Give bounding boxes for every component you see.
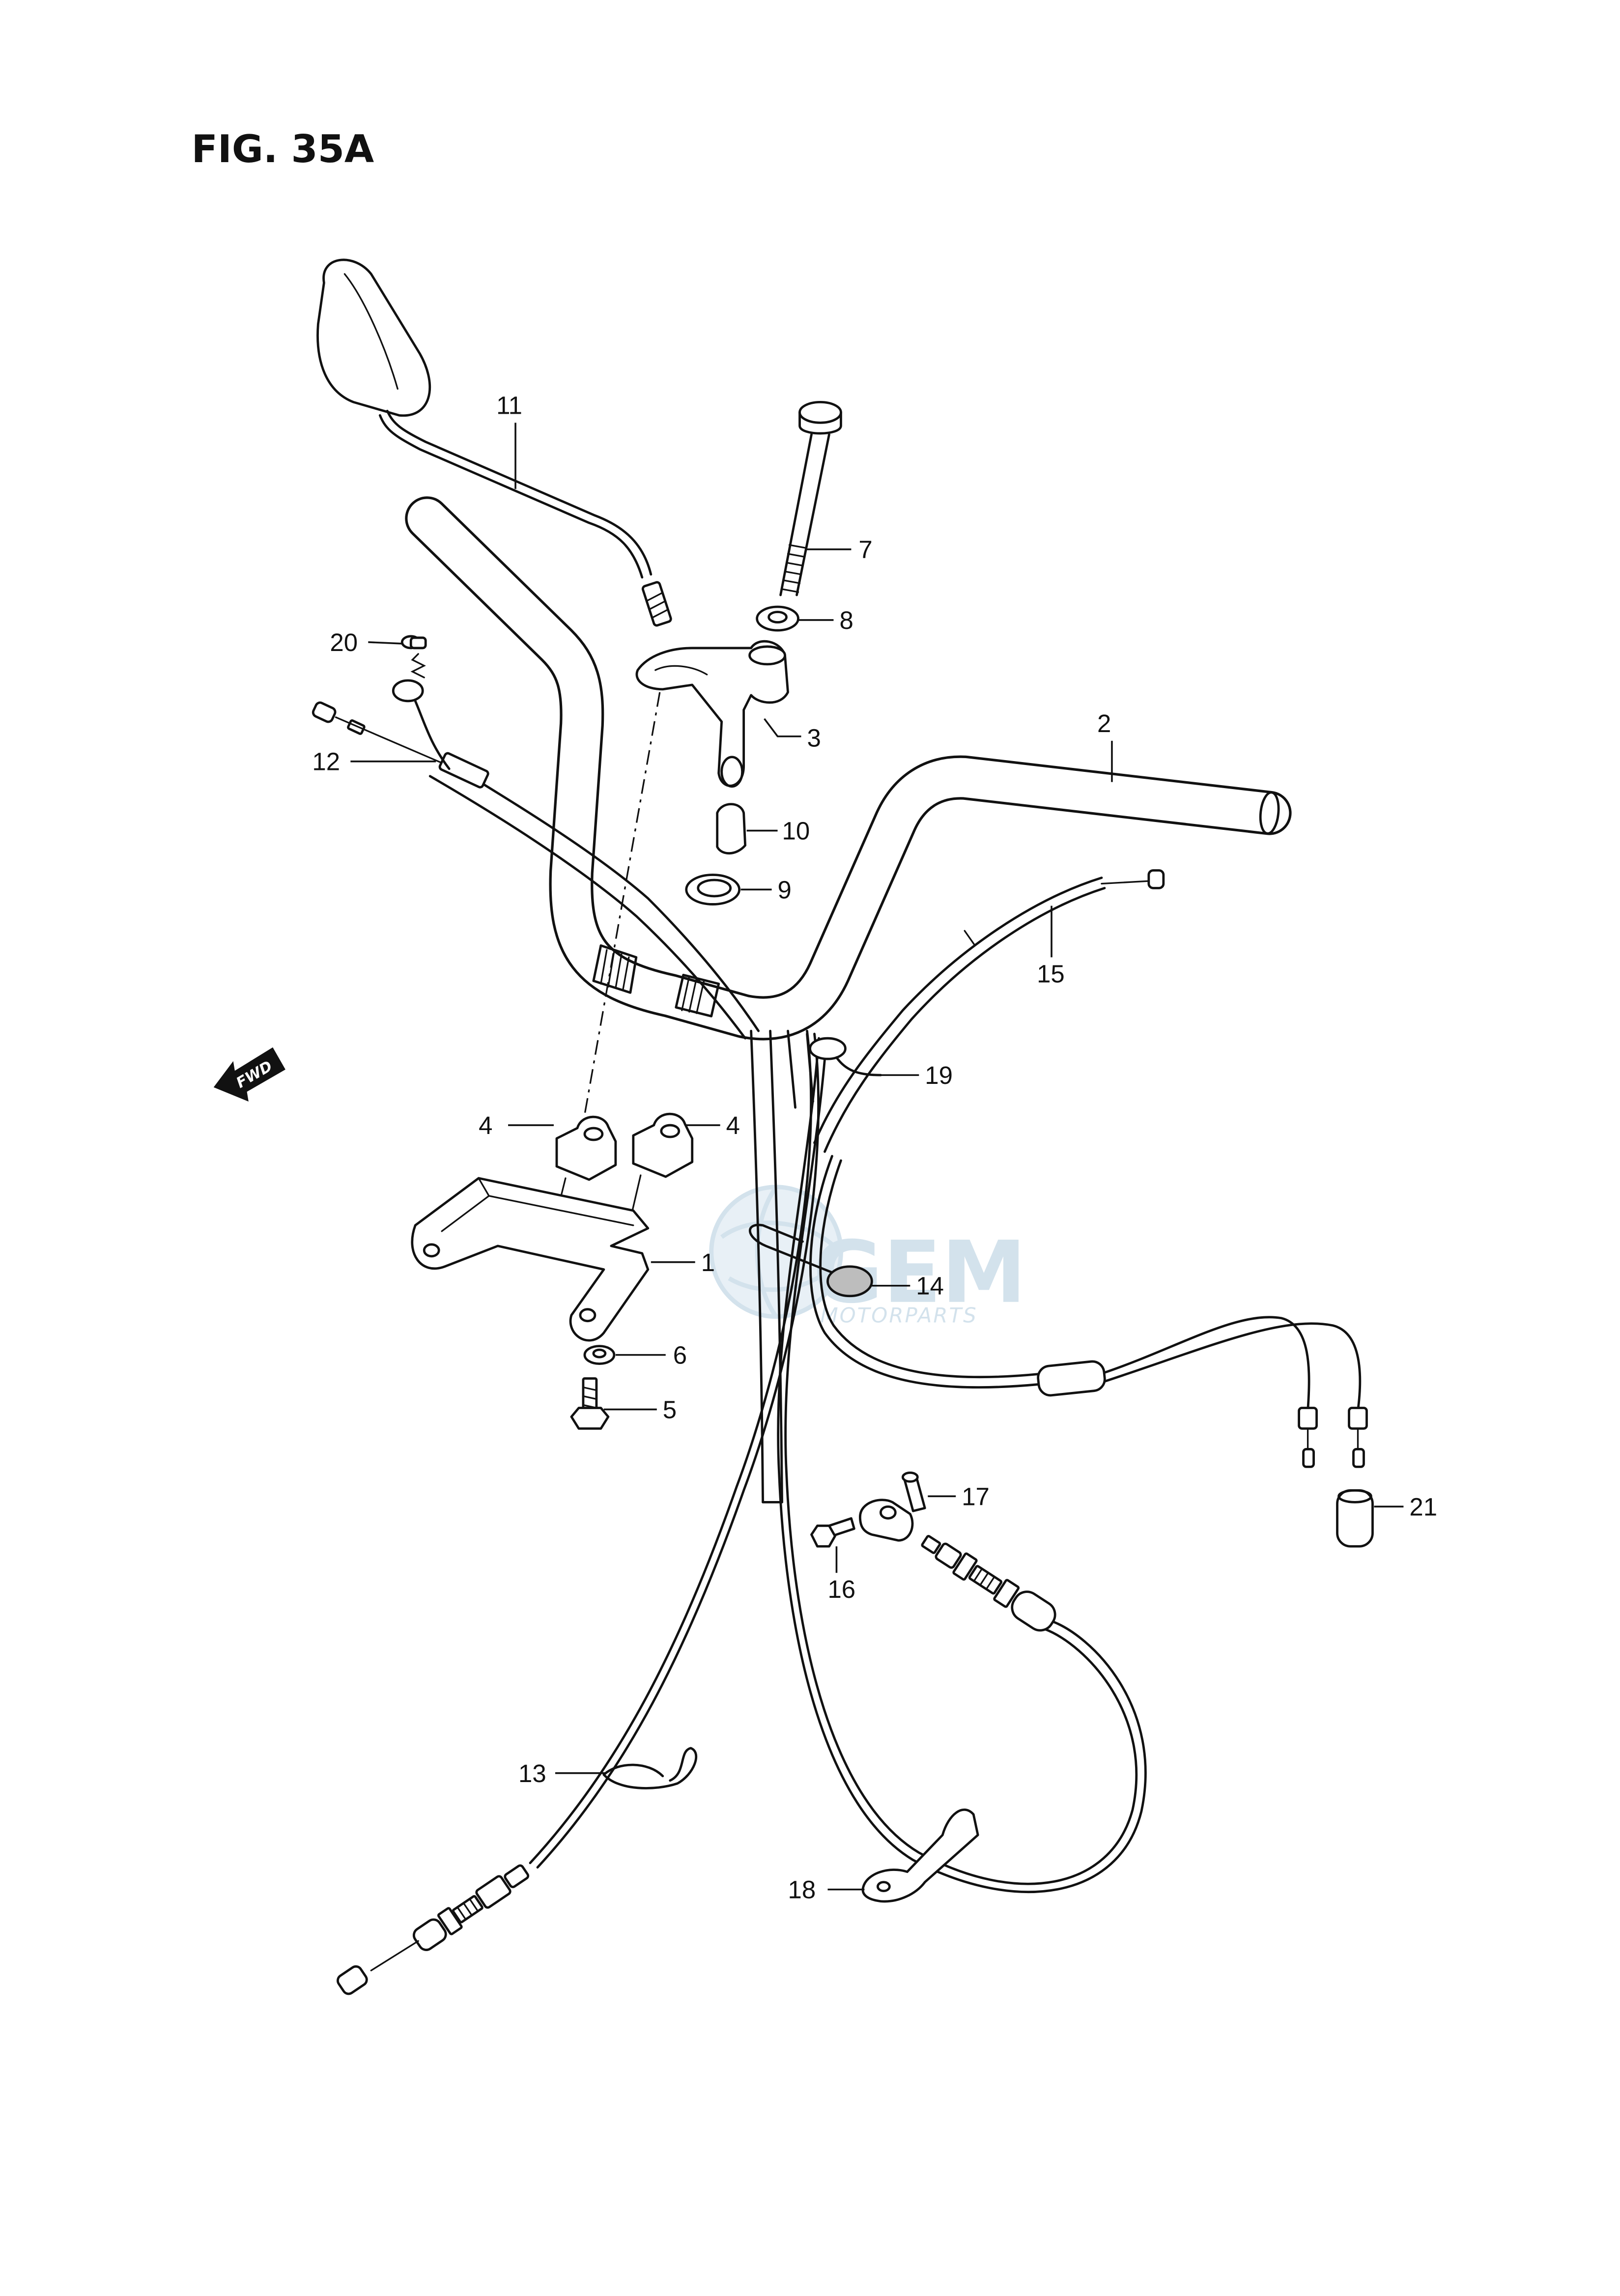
cable-clip-grommet xyxy=(749,1223,873,1298)
callout-label: 18 xyxy=(788,1876,816,1904)
callout-label: 20 xyxy=(330,628,358,656)
ring xyxy=(685,874,741,906)
cable-cap xyxy=(1336,1489,1374,1548)
callout-label: 16 xyxy=(827,1575,855,1603)
upper-holder xyxy=(635,640,789,788)
callout-19: 19 xyxy=(881,1061,953,1089)
callout-label: 4 xyxy=(479,1111,492,1139)
callout-label: 21 xyxy=(1409,1493,1437,1521)
callout-15: 15 xyxy=(1037,906,1065,988)
callout-label: 17 xyxy=(962,1482,990,1510)
callout-18: 18 xyxy=(788,1876,865,1904)
callout-14: 14 xyxy=(872,1272,944,1300)
clamp-pin xyxy=(901,1472,926,1512)
callout-10: 10 xyxy=(746,817,810,845)
callout-7: 7 xyxy=(805,536,873,564)
callout-label: 8 xyxy=(839,606,853,634)
callout-2: 2 xyxy=(1097,709,1113,782)
callout-label: 10 xyxy=(782,817,810,845)
cable-clamp xyxy=(859,1499,914,1542)
holder-bolt xyxy=(779,400,842,596)
callout-9: 9 xyxy=(740,876,792,904)
callout-label: 6 xyxy=(673,1341,687,1369)
callout-label: 14 xyxy=(916,1272,944,1300)
adjuster-screw xyxy=(392,635,451,770)
bracket xyxy=(411,1177,650,1342)
lower-holder-left xyxy=(555,1115,617,1181)
callout-label: 15 xyxy=(1037,960,1065,988)
callout-5: 5 xyxy=(603,1395,677,1423)
callout-label: 7 xyxy=(858,536,872,564)
callout-21: 21 xyxy=(1374,1493,1437,1521)
callout-8: 8 xyxy=(798,606,853,634)
callout-label: 11 xyxy=(496,391,522,419)
callout-6: 6 xyxy=(615,1341,687,1369)
callout-label: 2 xyxy=(1097,709,1111,737)
callout-label: 1 xyxy=(701,1248,715,1276)
clutch-cable xyxy=(337,1029,820,1995)
throttle-cables xyxy=(809,1155,1368,1468)
forward-direction-arrow: FWD xyxy=(213,1047,285,1102)
grommet xyxy=(716,803,747,855)
bracket-bolt xyxy=(570,1377,610,1430)
callout-12: 12 xyxy=(312,748,436,776)
callout-17: 17 xyxy=(928,1482,990,1510)
callout-label: 19 xyxy=(925,1061,953,1089)
callout-label: 4 xyxy=(726,1111,740,1139)
callout-label: 5 xyxy=(663,1395,677,1423)
cable-sleeve xyxy=(750,1029,814,1503)
callout-label: 9 xyxy=(778,876,792,904)
clamp-bolt xyxy=(810,1517,855,1548)
lower-holder-right xyxy=(632,1112,694,1178)
callout-16: 16 xyxy=(827,1546,855,1603)
callout-4-left: 4 xyxy=(479,1111,554,1139)
handlebar xyxy=(405,496,1292,1041)
cable-clip-lower xyxy=(602,1747,697,1789)
callout-1: 1 xyxy=(651,1248,715,1276)
callout-label: 3 xyxy=(807,724,821,752)
figure-title: FIG. 35A xyxy=(192,127,374,171)
brake-cable xyxy=(777,1037,1147,1894)
callout-4-right: 4 xyxy=(686,1111,740,1139)
callout-20: 20 xyxy=(330,628,402,656)
washer-lower xyxy=(583,1345,616,1365)
callout-label: 13 xyxy=(518,1759,546,1787)
callout-11: 11 xyxy=(496,391,522,489)
throttle-cable-upper xyxy=(813,869,1165,1153)
cable-clamp-lower xyxy=(861,1808,979,1903)
handlebar-cable-run xyxy=(428,757,760,1040)
cable-clip-upper xyxy=(809,1037,882,1077)
callout-13: 13 xyxy=(518,1759,607,1787)
watermark-tagline: MOTORPARTS xyxy=(820,1304,977,1328)
washer-upper xyxy=(756,605,799,632)
callout-label: 12 xyxy=(312,748,340,776)
callout-3: 3 xyxy=(764,718,821,752)
mirror xyxy=(316,258,672,627)
